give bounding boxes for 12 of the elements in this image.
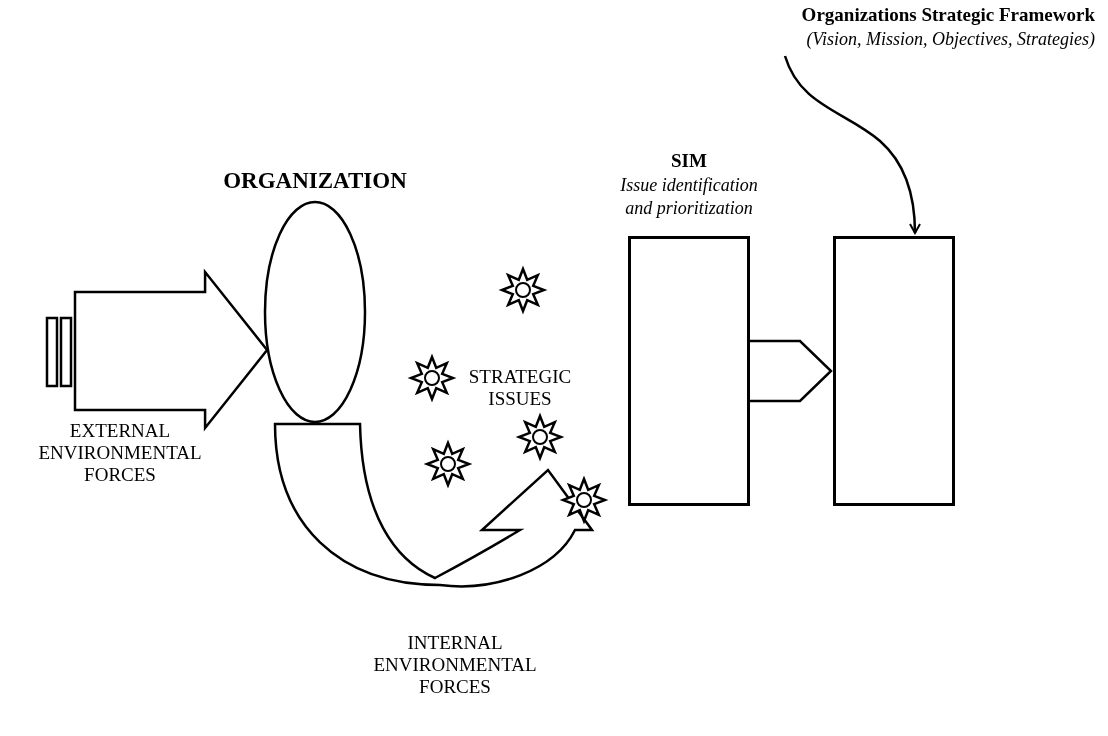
block-arrow xyxy=(748,339,833,403)
internal-forces-label: INTERNAL ENVIRONMENTAL FORCES xyxy=(372,632,538,698)
framework-subtitle: (Vision, Mission, Objectives, Strategies) xyxy=(806,29,1095,50)
block-arrow xyxy=(45,268,269,432)
box-subtitle: Issue identification and prioritization xyxy=(619,174,759,219)
curved-arrow xyxy=(783,55,921,234)
strategic-issues-label: STRATEGIC ISSUES xyxy=(467,366,573,410)
external-forces-label: EXTERNAL ENVIRONMENTAL FORCES xyxy=(37,420,203,486)
box-heading: SIM xyxy=(670,150,708,172)
framework-heading: Organizations Strategic Framework xyxy=(801,4,1095,26)
organization-heading: ORGANIZATION xyxy=(222,168,408,194)
block-arrow xyxy=(273,422,594,588)
